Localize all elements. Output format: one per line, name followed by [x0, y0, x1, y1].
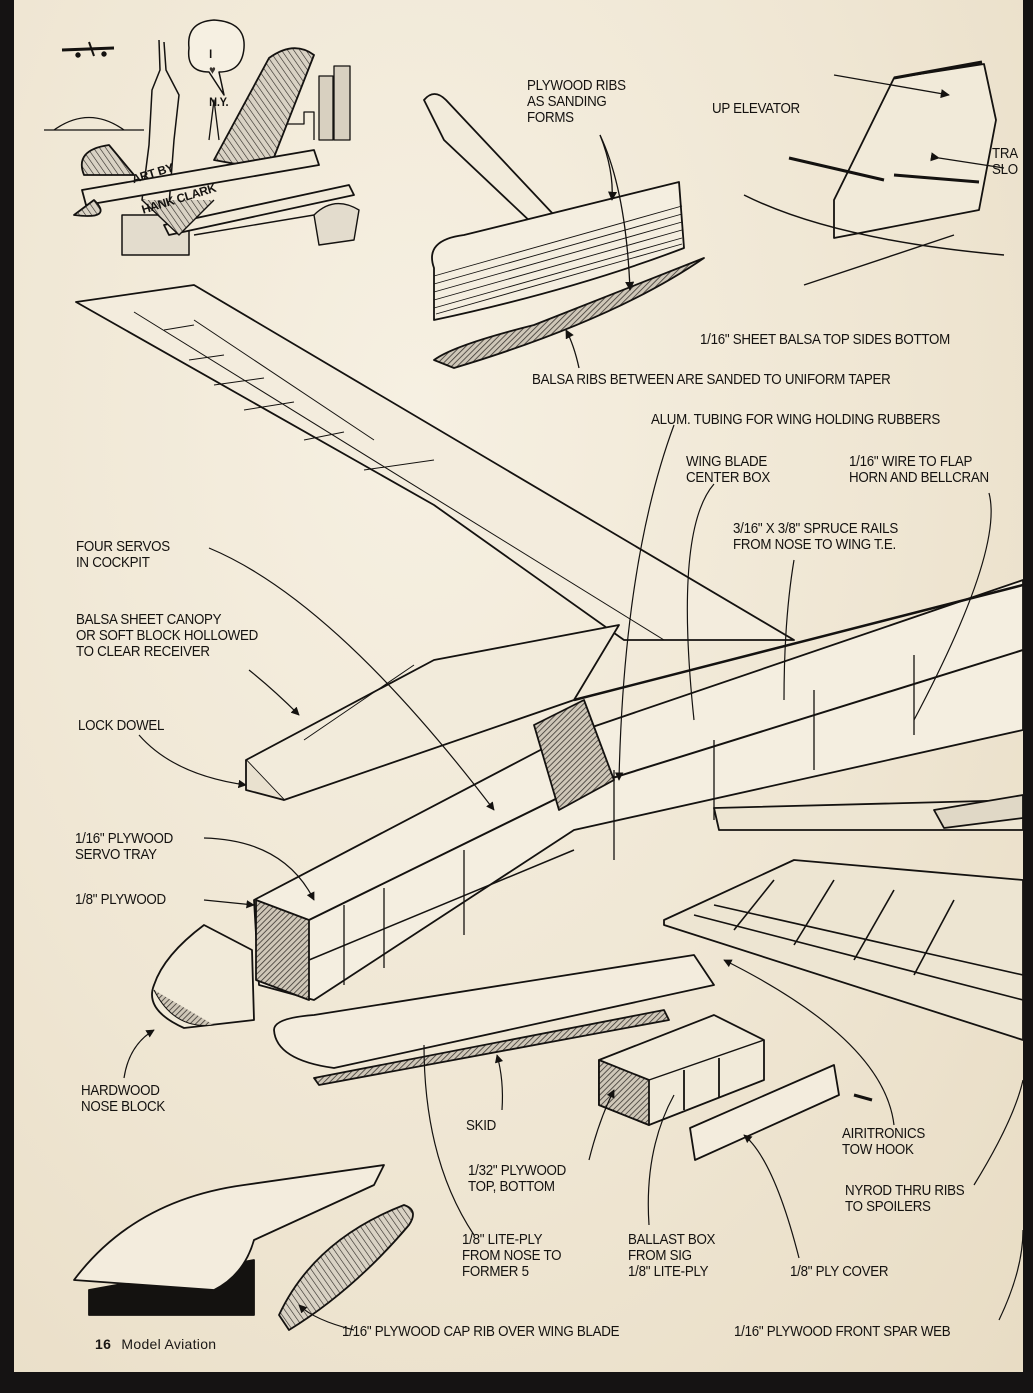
label-ballast-box: BALLAST BOX FROM SIG 1/8" LITE-PLY [628, 1232, 716, 1280]
label-skid: SKID [466, 1118, 497, 1134]
label-nose-block: HARDWOOD NOSE BLOCK [81, 1083, 165, 1115]
art-credit-line2: HANK CLARK [139, 180, 218, 217]
label-ply-top-bottom: 1/32" PLYWOOD TOP, BOTTOM [468, 1163, 567, 1195]
label-balsa-ribs: BALSA RIBS BETWEEN ARE SANDED TO UNIFORM… [532, 372, 891, 388]
publication-title: Model Aviation [121, 1336, 217, 1352]
sanding-form-drawing [423, 93, 705, 369]
label-tow-hook: AIRITRONICS TOW HOOK [842, 1126, 925, 1158]
speech-bubble-ny: N.Y. [209, 95, 229, 109]
label-plywood-ribs: PLYWOOD RIBS AS SANDING FORMS [527, 78, 626, 126]
main-wing-panel [75, 284, 795, 641]
label-balsa-canopy: BALSA SHEET CANOPY OR SOFT BLOCK HOLLOWE… [76, 612, 258, 660]
hardwood-nose-block [151, 924, 255, 1029]
speech-bubble-i: I [209, 47, 212, 61]
label-tray-slot: TRA SLO [992, 146, 1018, 178]
label-cap-rib: 1/16" PLYWOOD CAP RIB OVER WING BLADE [342, 1324, 620, 1340]
heart-icon: ♥ [209, 63, 216, 77]
seaplane-cartoon [73, 47, 360, 246]
label-nyrod: NYROD THRU RIBS TO SPOILERS [845, 1183, 965, 1215]
label-ply-cover: 1/8" PLY COVER [790, 1264, 889, 1280]
label-lite-ply: 1/8" LITE-PLY FROM NOSE TO FORMER 5 [462, 1232, 562, 1280]
page-footer: 16 Model Aviation [95, 1336, 216, 1352]
wing-blade-root [245, 624, 620, 801]
airliner-icon [61, 41, 115, 58]
center-section-wing [663, 794, 1023, 1041]
label-wing-blade-center-box: WING BLADE CENTER BOX [686, 454, 770, 486]
fuselage-bottom-and-skid [273, 954, 715, 1086]
page-number: 16 [95, 1336, 112, 1352]
label-front-spar-web: 1/16" PLYWOOD FRONT SPAR WEB [734, 1324, 951, 1340]
cartoon-vignette [44, 19, 360, 256]
ballast-box [598, 1014, 873, 1161]
magazine-page: I ♥ N.Y. ART BY HANK CLARK PLYWOOD RIBS … [14, 0, 1023, 1372]
leader-lines [123, 424, 1023, 1331]
label-up-elevator: UP ELEVATOR [712, 101, 800, 117]
label-eighth-plywood: 1/8" PLYWOOD [75, 892, 166, 908]
label-spruce-rails: 3/16" X 3/8" SPRUCE RAILS FROM NOSE TO W… [733, 521, 898, 553]
skyline [44, 65, 351, 141]
art-credit-line1: ART BY [130, 160, 176, 187]
speech-bubble-text: I ♥ N.Y. [198, 30, 228, 126]
label-servo-tray: 1/16" PLYWOOD SERVO TRAY [75, 831, 174, 863]
elevator-drawing [743, 60, 1005, 286]
label-sheet-balsa: 1/16" SHEET BALSA TOP SIDES BOTTOM [700, 332, 950, 348]
label-wire-to-flap: 1/16" WIRE TO FLAP HORN AND BELLCRAN [849, 454, 989, 486]
glider-exploded-view-drawing [44, 19, 1023, 1331]
label-alum-tubing: ALUM. TUBING FOR WING HOLDING RUBBERS [651, 412, 940, 428]
fuselage-frame [253, 579, 1023, 1001]
label-lock-dowel: LOCK DOWEL [78, 718, 165, 734]
label-four-servos: FOUR SERVOS IN COCKPIT [76, 539, 170, 571]
speech-bubble [187, 19, 245, 96]
wing-blade-cap-rib-detail [73, 1164, 414, 1331]
